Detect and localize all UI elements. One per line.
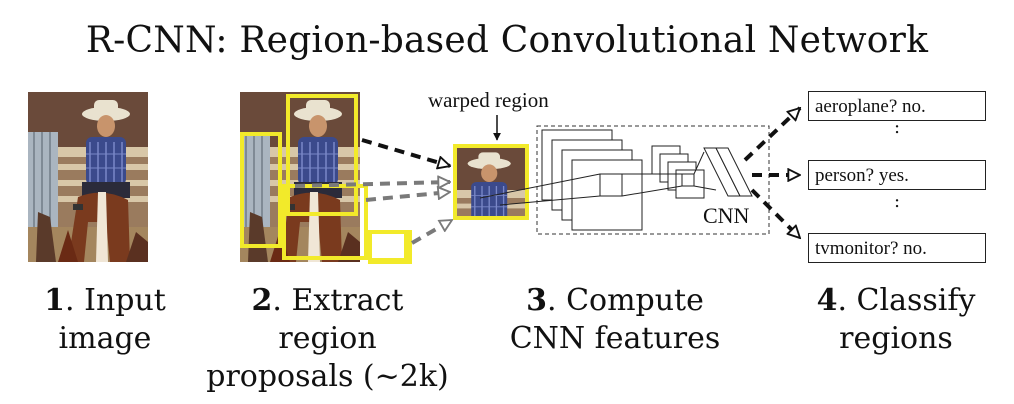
step-3-caption: 3. Compute CNN features: [500, 282, 730, 358]
input-image: [27, 91, 149, 263]
warped-region-image: [453, 144, 529, 220]
step-1-line2: image: [58, 321, 152, 356]
cnn-layers: [479, 129, 753, 231]
proposal-image: [239, 91, 408, 263]
step-1-line1: . Input: [65, 283, 166, 318]
class-label-person: person? yes.: [808, 160, 986, 190]
proposal-box-person: [286, 94, 358, 216]
proposal-box-fence: [240, 132, 282, 248]
proposal-arrow-4: [411, 218, 452, 245]
step-4-line1: . Classify: [837, 283, 976, 318]
step-2-number: 2: [251, 283, 273, 318]
step-3-line1: . Compute: [547, 283, 704, 318]
class-label-aeroplane: aeroplane? no.: [808, 91, 986, 121]
step-2-caption: 2. Extract region proposals (~2k): [200, 282, 455, 396]
step-3-number: 3: [526, 283, 547, 318]
step-1-number: 1: [44, 283, 66, 318]
step-2-line1: . Extract region: [272, 283, 404, 356]
step-4-number: 4: [816, 283, 838, 318]
proposal-box-small: [368, 230, 408, 262]
ellipsis-1: :: [893, 117, 901, 138]
proposal-box-horse: [282, 184, 368, 260]
step-2-line2: proposals (~2k): [206, 359, 449, 394]
cnn-label: CNN: [703, 203, 750, 228]
proposal-arrow-3: [365, 192, 450, 202]
step-1-caption: 1. Input image: [20, 282, 190, 358]
step-3-line2: CNN features: [509, 321, 721, 356]
proposal-arrow-2: [294, 182, 450, 186]
class-label-tvmonitor: tvmonitor? no.: [808, 233, 986, 263]
ellipsis-2: :: [893, 191, 901, 212]
cnn-box: [536, 125, 770, 235]
proposal-box-corner: [368, 230, 412, 264]
class-arrow-tvmonitor: [750, 188, 800, 238]
step-4-caption: 4. Classify regions: [796, 282, 996, 358]
warped-region-label: warped region: [428, 88, 549, 112]
diagram-title: R-CNN: Region-based Convolutional Networ…: [85, 20, 929, 61]
proposal-arrow-1: [361, 138, 450, 166]
class-arrow-aeroplane: [743, 106, 800, 162]
step-4-line2: regions: [839, 321, 953, 356]
